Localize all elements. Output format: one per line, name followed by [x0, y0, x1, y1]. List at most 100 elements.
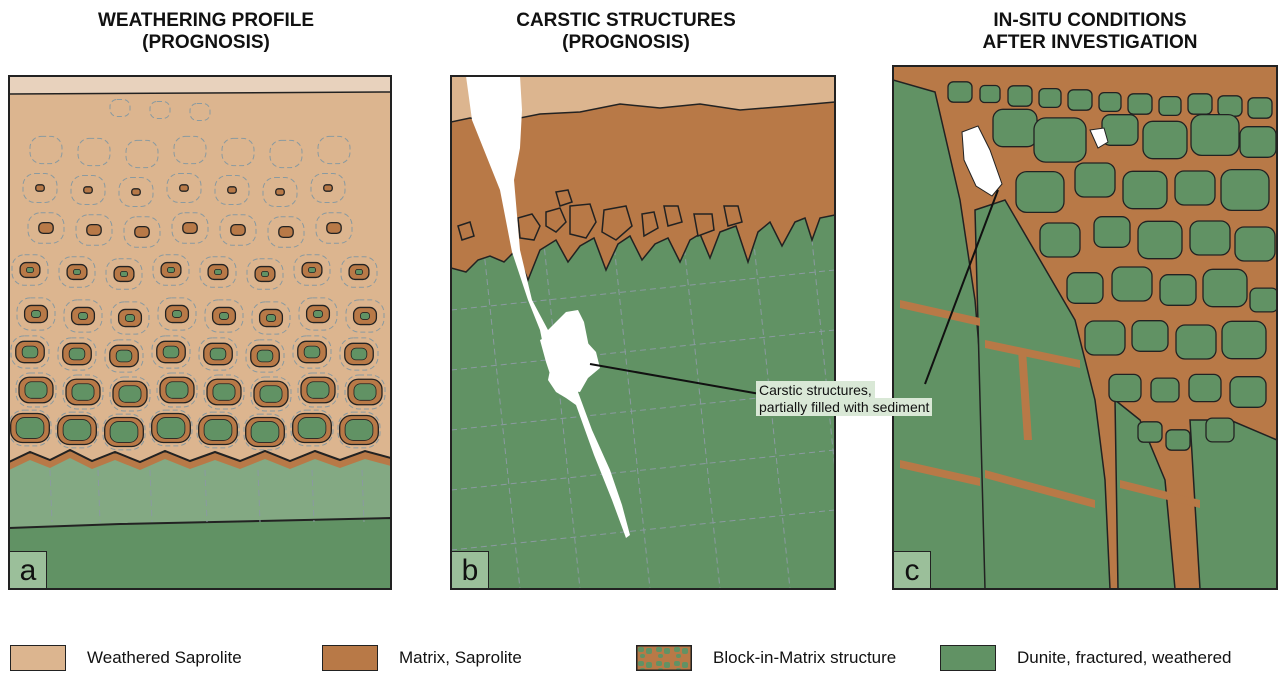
- block-rind: [132, 189, 141, 195]
- panel-a-dunite: [9, 518, 391, 589]
- block-rind: [36, 185, 45, 191]
- matrix-block: [1132, 321, 1168, 352]
- block-core: [166, 382, 188, 399]
- block-rind: [327, 223, 341, 234]
- block-core: [125, 315, 134, 322]
- matrix-block: [1099, 93, 1121, 112]
- block-rind: [135, 227, 149, 238]
- block-core: [360, 313, 369, 320]
- legend-block-in-matrix: Block-in-Matrix structure: [636, 644, 896, 672]
- block-core: [204, 420, 232, 441]
- matrix-block: [1176, 325, 1216, 359]
- matrix-block: [1222, 321, 1266, 358]
- block-core: [251, 422, 279, 443]
- block-core: [219, 313, 228, 320]
- panel-c-letter: c: [893, 551, 931, 589]
- block-rind: [228, 187, 237, 193]
- legend-weathered-saprolite: Weathered Saprolite: [10, 644, 242, 672]
- block-core: [78, 313, 87, 320]
- block-rind: [84, 187, 93, 193]
- matrix-block: [1206, 418, 1234, 442]
- matrix-block: [1190, 221, 1230, 255]
- block-core: [304, 346, 320, 358]
- matrix-block: [1151, 378, 1179, 402]
- matrix-block: [1235, 227, 1275, 261]
- block-core: [260, 386, 282, 403]
- block-core: [163, 346, 179, 358]
- block-core: [298, 418, 326, 439]
- block-core: [110, 422, 138, 443]
- matrix-block: [1085, 321, 1125, 355]
- block-core: [31, 311, 40, 318]
- block-rind: [276, 189, 285, 195]
- matrix-block: [993, 109, 1037, 146]
- block-core: [22, 346, 38, 358]
- matrix-block: [1189, 374, 1221, 401]
- matrix-block: [1123, 171, 1167, 208]
- matrix-block: [1040, 223, 1080, 257]
- matrix-block: [1034, 118, 1086, 162]
- matrix-block: [1221, 170, 1269, 211]
- legend-dunite: Dunite, fractured, weathered: [940, 644, 1232, 672]
- matrix-block: [1250, 288, 1278, 312]
- matrix-block: [1188, 94, 1212, 114]
- block-core: [354, 384, 376, 401]
- legend-label-weathered-saprolite: Weathered Saprolite: [87, 648, 242, 668]
- block-core: [309, 267, 316, 272]
- block-core: [63, 420, 91, 441]
- matrix-block: [1230, 377, 1266, 408]
- block-core: [121, 271, 128, 276]
- block-core: [119, 386, 141, 403]
- block-core: [74, 269, 81, 274]
- block-core: [313, 311, 322, 318]
- matrix-block: [1191, 115, 1239, 156]
- matrix-block: [1138, 422, 1162, 442]
- block-rind: [87, 225, 101, 236]
- matrix-block: [1160, 275, 1196, 306]
- block-core: [266, 315, 275, 322]
- block-core: [345, 420, 373, 441]
- matrix-block: [1039, 89, 1061, 108]
- panel-c-dunite-right: [1190, 420, 1277, 589]
- matrix-block: [948, 82, 972, 102]
- legend-label-matrix-saprolite: Matrix, Saprolite: [399, 648, 522, 668]
- panel-b: [451, 76, 840, 589]
- block-core: [116, 350, 132, 362]
- panel-b-letter: b: [451, 551, 489, 589]
- matrix-block: [1075, 163, 1115, 197]
- block-rind: [39, 223, 53, 234]
- matrix-block: [1175, 171, 1215, 205]
- block-core: [25, 382, 47, 399]
- matrix-block: [1218, 96, 1242, 116]
- block-core: [16, 418, 44, 439]
- block-core: [257, 350, 273, 362]
- matrix-block: [1159, 97, 1181, 116]
- legend-label-dunite: Dunite, fractured, weathered: [1017, 648, 1232, 668]
- block-core: [69, 348, 85, 360]
- matrix-block: [1138, 221, 1182, 258]
- block-rind: [324, 185, 333, 191]
- block-core: [307, 382, 329, 399]
- block-core: [72, 384, 94, 401]
- carstic-callout-line2: partially filled with sediment: [756, 398, 932, 416]
- block-core: [210, 348, 226, 360]
- block-core: [27, 267, 34, 272]
- matrix-block: [1008, 86, 1032, 106]
- block-rind: [279, 227, 293, 238]
- block-core: [172, 311, 181, 318]
- legend-swatch-weathered-saprolite: [10, 645, 66, 671]
- matrix-block: [1143, 121, 1187, 158]
- block-core: [351, 348, 367, 360]
- matrix-block: [1094, 217, 1130, 248]
- matrix-block: [1112, 267, 1152, 301]
- matrix-block: [1240, 127, 1276, 158]
- block-core: [157, 418, 185, 439]
- legend-swatch-dunite: [940, 645, 996, 671]
- matrix-block: [1016, 172, 1064, 213]
- matrix-block: [980, 86, 1000, 103]
- legend-matrix-saprolite: Matrix, Saprolite: [322, 644, 522, 672]
- block-core: [168, 267, 175, 272]
- block-rind: [180, 185, 189, 191]
- matrix-block: [1109, 374, 1141, 401]
